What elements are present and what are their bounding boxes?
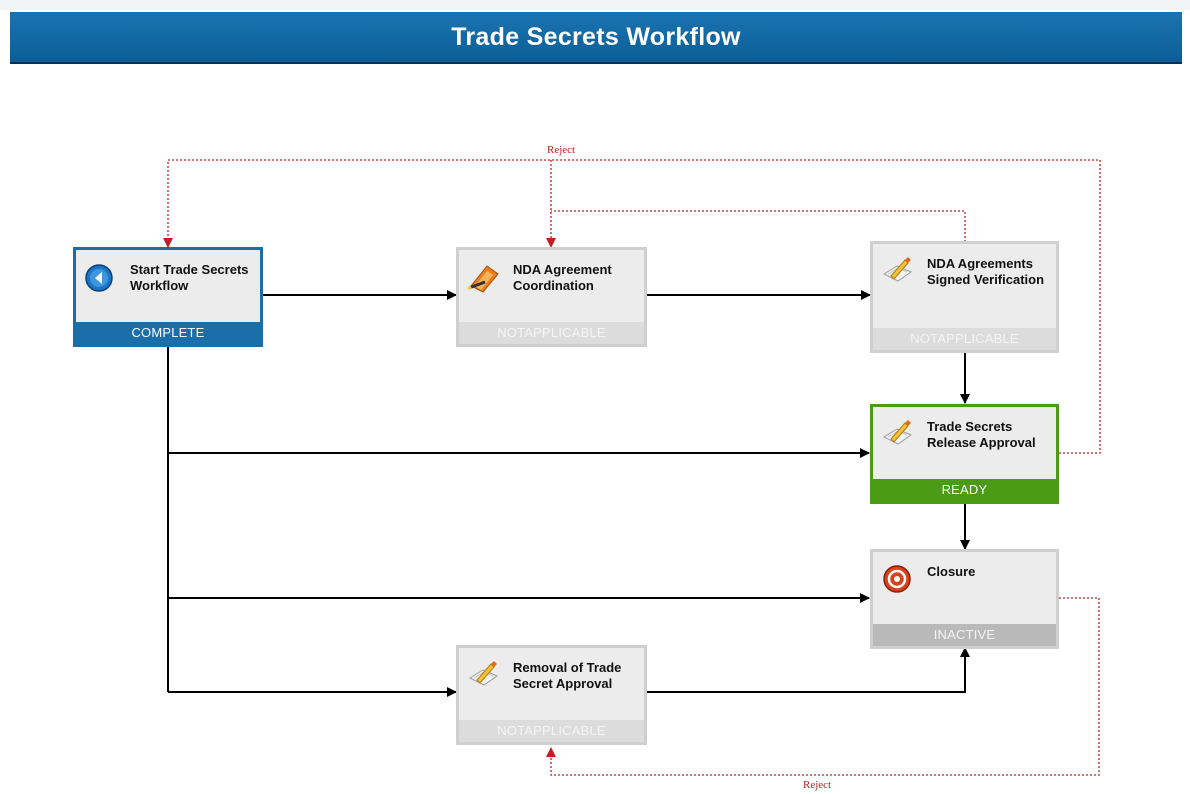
node-nda-verification[interactable]: NDA Agreements Signed Verification NOTAP… (870, 241, 1059, 353)
start-arrow-icon (84, 260, 116, 292)
reject-release-to-start (163, 159, 1101, 454)
top-strip (0, 0, 1190, 10)
approval-pen-icon (467, 658, 499, 690)
node-label: Start Trade Secrets Workflow (130, 262, 249, 293)
page-title: Trade Secrets Workflow (451, 22, 741, 51)
node-label: Removal of Trade Secret Approval (513, 660, 622, 691)
node-closure[interactable]: Closure INACTIVE (870, 549, 1059, 649)
title-bar: Trade Secrets Workflow (10, 12, 1182, 64)
status-badge: NOTAPPLICABLE (873, 328, 1056, 350)
node-label: NDA Agreements Signed Verification (927, 256, 1045, 287)
approval-pen-icon (881, 254, 913, 286)
stop-icon (881, 562, 913, 594)
node-label: Trade Secrets Release Approval (927, 419, 1036, 450)
node-removal-approval[interactable]: Removal of Trade Secret Approval NOTAPPL… (456, 645, 647, 745)
status-badge: READY (873, 479, 1056, 501)
node-label: Closure (927, 564, 976, 579)
node-label: NDA Agreement Coordination (513, 262, 612, 293)
edge-removal-to-closure (646, 647, 970, 693)
status-badge: NOTAPPLICABLE (459, 322, 644, 344)
reject-verification-to-nda-coordination (551, 210, 966, 242)
status-badge: NOTAPPLICABLE (459, 720, 644, 742)
reject-label-bottom: Reject (803, 779, 832, 791)
node-release-approval[interactable]: Trade Secrets Release Approval READY (870, 404, 1059, 504)
approval-pen-icon (881, 417, 913, 449)
node-start-workflow[interactable]: Start Trade Secrets Workflow COMPLETE (73, 247, 263, 347)
pencil-document-icon (467, 260, 499, 293)
reject-closure-to-removal (546, 597, 1100, 776)
node-nda-coordination[interactable]: NDA Agreement Coordination NOTAPPLICABLE (456, 247, 647, 347)
reject-label-top: Reject (547, 144, 576, 156)
status-badge: INACTIVE (873, 624, 1056, 646)
status-badge: COMPLETE (76, 322, 260, 344)
